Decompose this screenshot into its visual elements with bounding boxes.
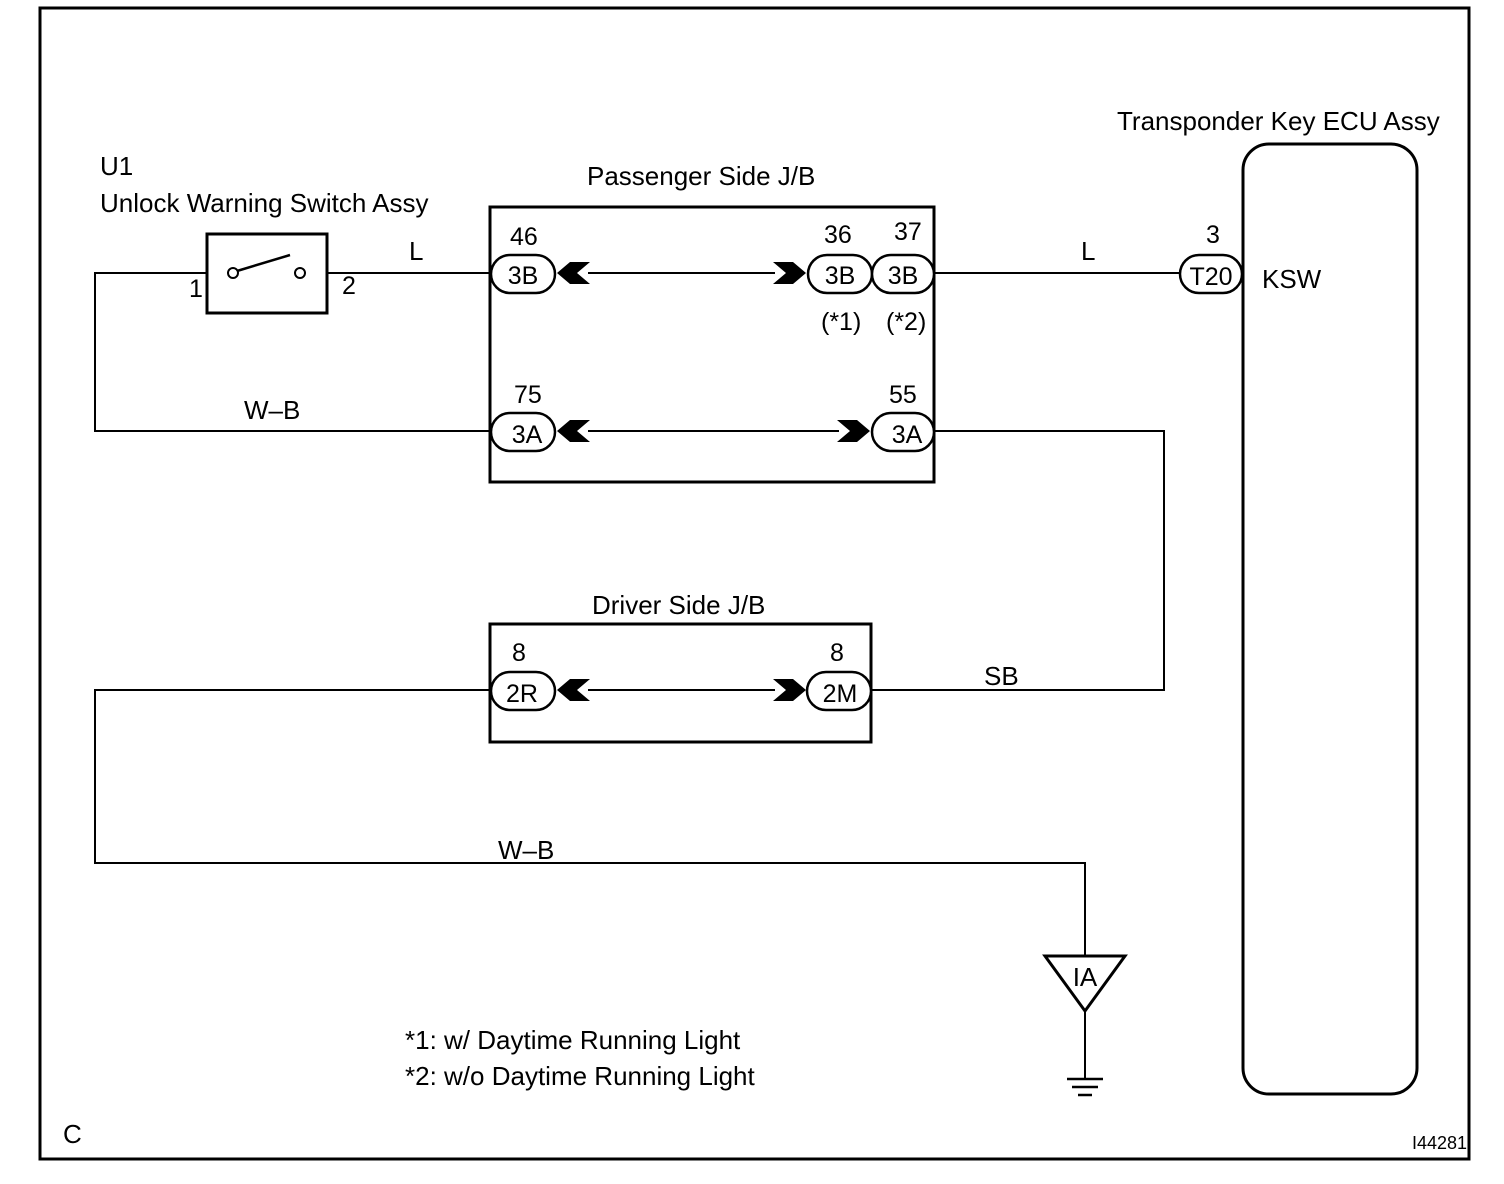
male-terminal-icon — [837, 420, 870, 442]
wire-color-sb: SB — [984, 661, 1019, 691]
note-1: *1: w/ Daytime Running Light — [405, 1025, 741, 1055]
passenger-jb-title: Passenger Side J/B — [587, 161, 815, 191]
ecu-pin-3: 3 — [1206, 221, 1220, 249]
ecu-box — [1241, 142, 1419, 1096]
pin-37: 37 — [894, 218, 922, 246]
connector-3b-36-label: 3B — [825, 262, 856, 290]
wire-wb-switch-return — [94, 272, 491, 432]
wire-color-l-2: L — [1081, 236, 1095, 266]
switch-pin-2: 2 — [342, 272, 356, 300]
connector-3b-37-label: 3B — [888, 262, 919, 290]
wire-wb-ground — [94, 689, 1086, 956]
female-terminal-icon — [557, 679, 590, 701]
note-ref-2: (*2) — [886, 308, 926, 336]
wire-sb — [871, 430, 1165, 691]
ground-point-marker — [1042, 954, 1128, 1014]
connector-2r-label: 2R — [506, 680, 538, 708]
pin-8-2m: 8 — [830, 639, 844, 667]
diagram-frame — [38, 6, 1471, 1161]
switch-contact-icon — [227, 253, 306, 279]
pin-46: 46 — [510, 223, 538, 251]
connector-t20-label: T20 — [1189, 263, 1232, 291]
wire-color-wb-1: W–B — [244, 395, 300, 425]
male-terminal-icon — [773, 262, 806, 284]
pin-8-2r: 8 — [512, 639, 526, 667]
switch-body — [205, 232, 329, 315]
connector-2m-label: 2M — [823, 680, 858, 708]
pin-55: 55 — [889, 381, 917, 409]
connector-3a-75-label: 3A — [512, 421, 543, 449]
note-2: *2: w/o Daytime Running Light — [405, 1061, 756, 1091]
ground-point-label: IA — [1073, 962, 1098, 992]
pin-75: 75 — [514, 381, 542, 409]
ecu-title: Transponder Key ECU Assy — [1117, 106, 1440, 136]
connector-3b-46-label: 3B — [508, 262, 539, 290]
switch-pin-1: 1 — [189, 275, 203, 303]
wire-color-wb-2: W–B — [498, 835, 554, 865]
ecu-terminal-ksw: KSW — [1262, 264, 1322, 294]
wire-color-l-1: L — [409, 236, 423, 266]
passenger-jb-box — [488, 205, 936, 484]
driver-jb-title: Driver Side J/B — [592, 590, 765, 620]
male-terminal-icon — [773, 679, 806, 701]
ground-icon — [1067, 1011, 1103, 1097]
pin-36: 36 — [824, 221, 852, 249]
figure-id: I44281 — [1412, 1133, 1467, 1153]
connector-3a-55-label: 3A — [892, 421, 923, 449]
switch-code: U1 — [100, 151, 133, 181]
corner-label: C — [63, 1119, 82, 1149]
female-terminal-icon — [557, 420, 590, 442]
driver-jb-box — [488, 622, 873, 744]
female-terminal-icon — [557, 262, 590, 284]
note-ref-1: (*1) — [821, 308, 861, 336]
switch-name: Unlock Warning Switch Assy — [100, 188, 428, 218]
